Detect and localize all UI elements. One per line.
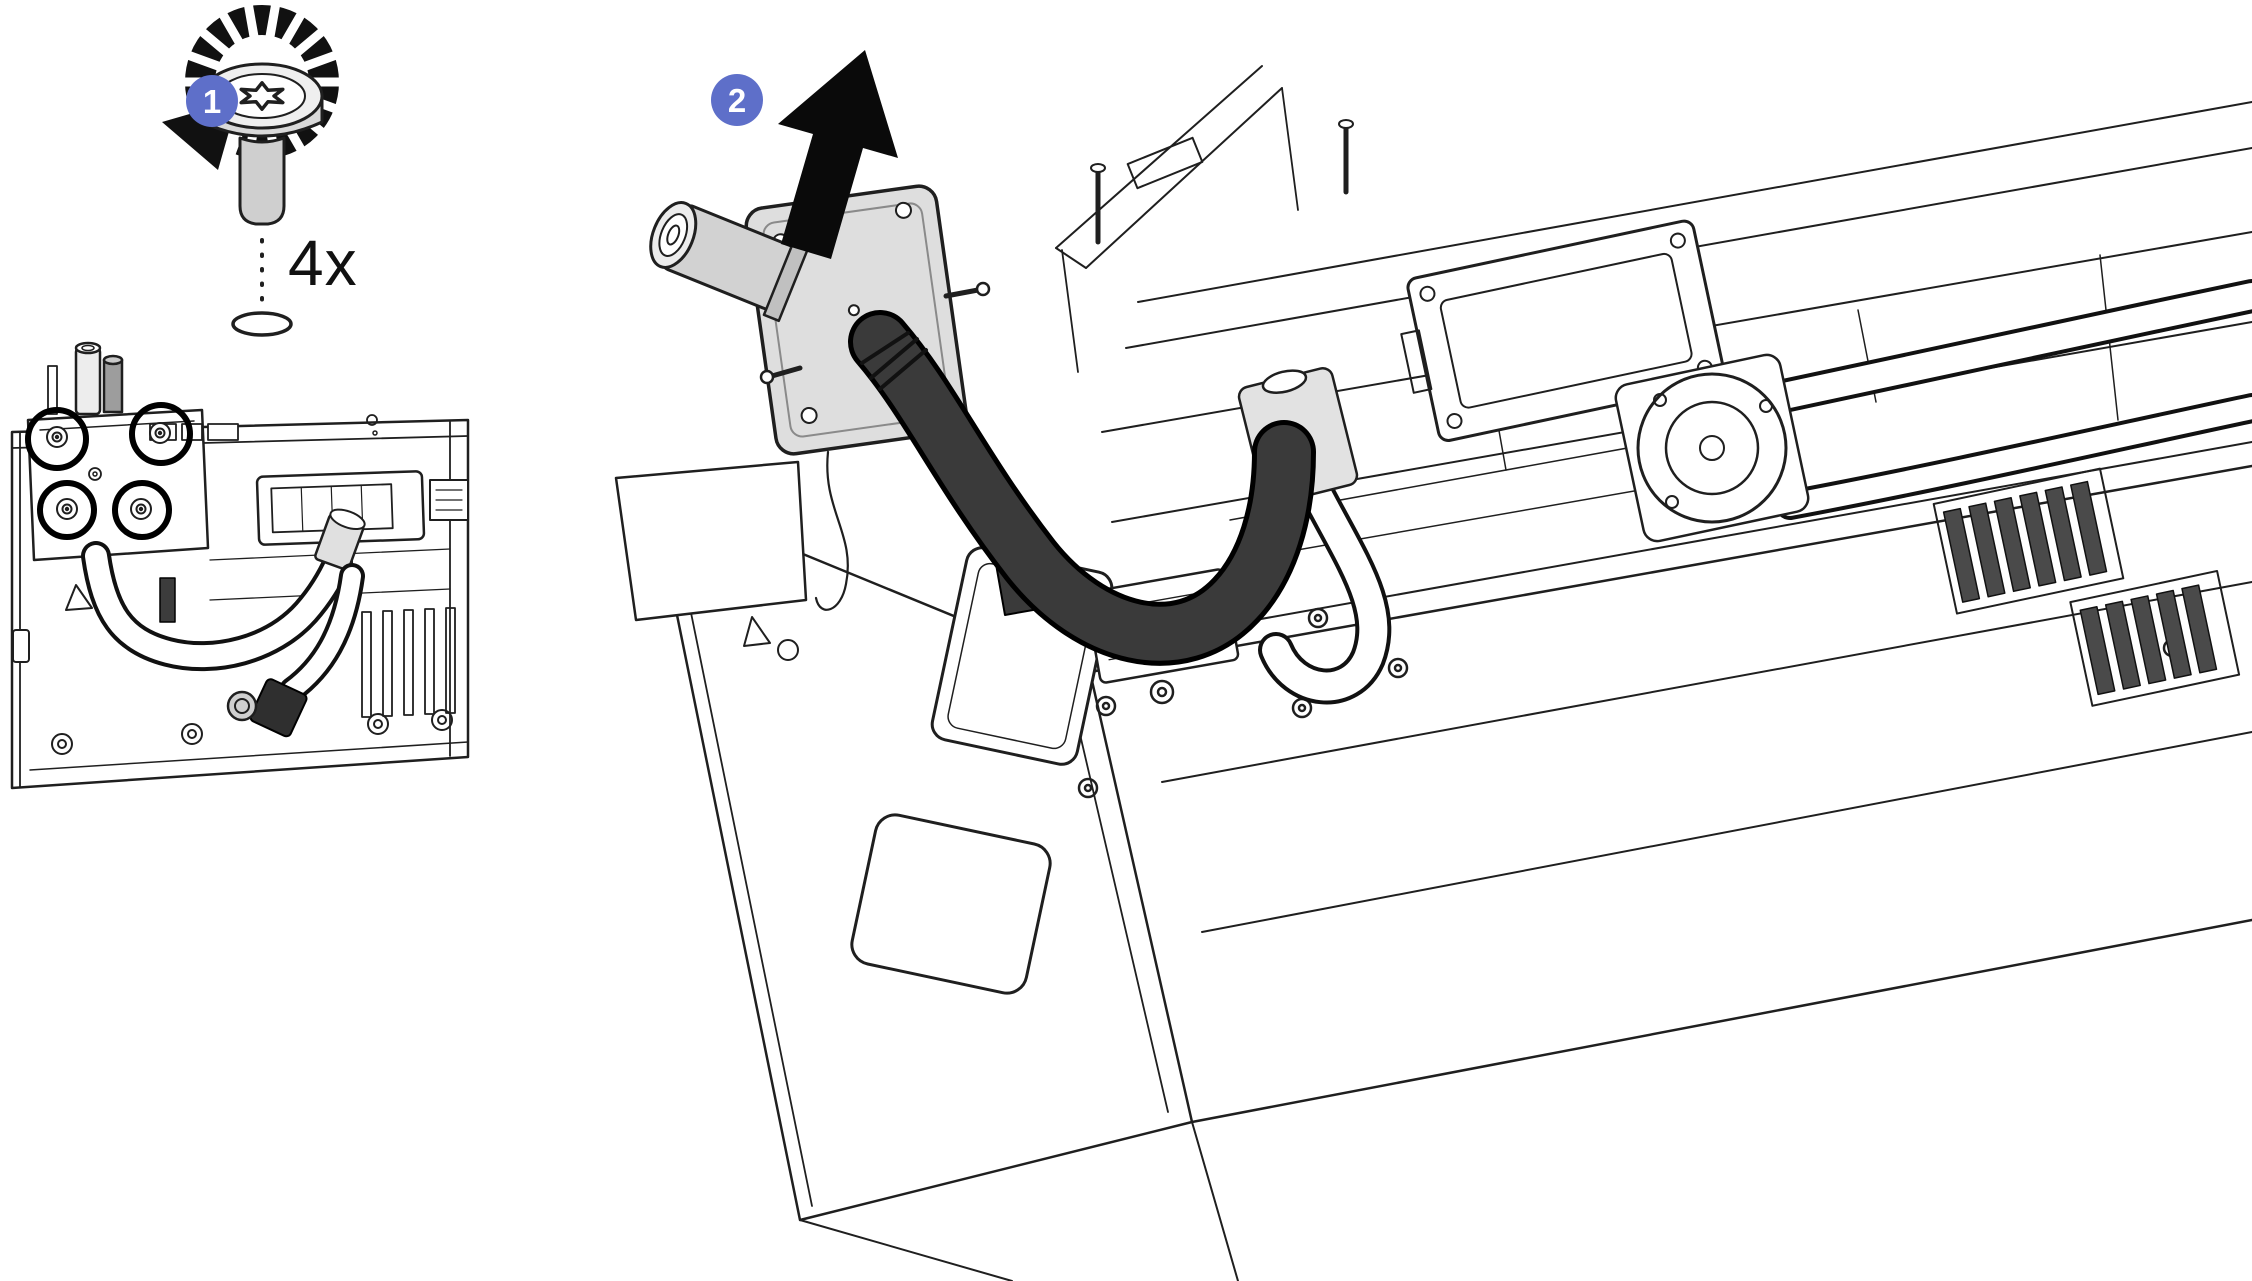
dark-hose-core <box>853 315 1311 661</box>
top-bracket <box>1055 65 1299 373</box>
left-tube-end-connector <box>249 678 308 738</box>
left-tube-b <box>279 563 365 703</box>
screw-quantity-label: 4x <box>288 227 358 299</box>
return-tube <box>1258 462 1392 705</box>
step-2-badge: 2 <box>711 74 763 126</box>
screw-hole-marker <box>231 238 293 337</box>
quick-connect-stubs <box>47 341 124 416</box>
dark-hose <box>848 310 1316 666</box>
step-1-badge: 1 <box>186 75 238 127</box>
board-left-view <box>10 341 470 790</box>
board-screws-left <box>51 709 453 755</box>
left-tube-fitting <box>314 508 366 571</box>
chassis-front-face <box>614 460 1239 1281</box>
dimm-slots-left <box>361 607 456 718</box>
pump-plate <box>1636 372 1788 524</box>
screw-location-circles <box>25 402 193 540</box>
connector-bank-2 <box>2069 569 2241 707</box>
qc-port <box>649 201 811 323</box>
vent-component <box>255 470 426 546</box>
screw-icon <box>200 62 324 226</box>
torx-star <box>239 81 285 111</box>
lift-arrow-icon <box>778 50 898 259</box>
server-tray-view <box>614 65 2252 1281</box>
water-loop-plates <box>1237 219 2252 707</box>
left-tube-a <box>81 541 353 672</box>
connector-bank-1 <box>1932 467 2125 615</box>
